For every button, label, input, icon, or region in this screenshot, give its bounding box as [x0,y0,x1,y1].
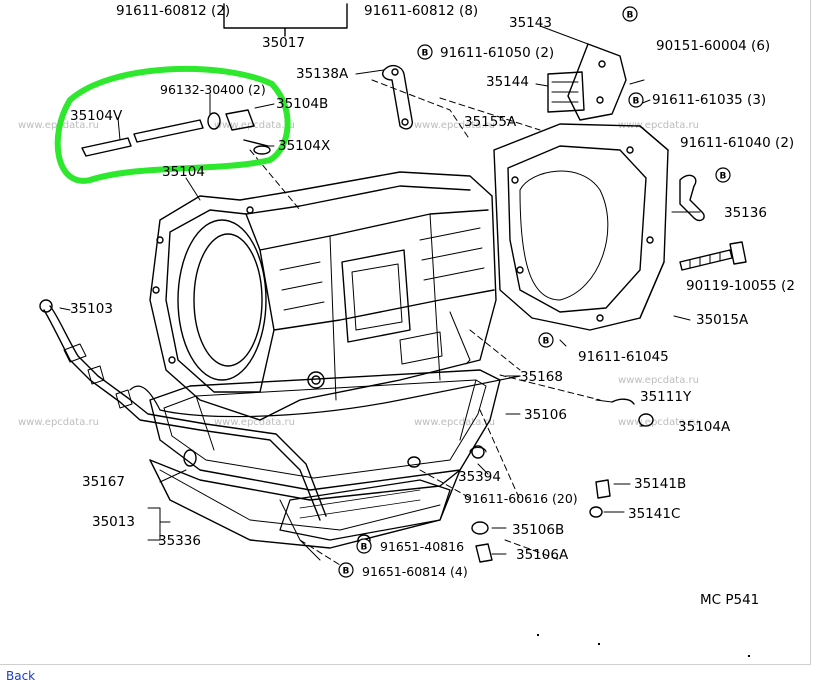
parts-diagram: www.epcdata.ru www.epcdata.ru www.epcdat… [18,3,795,657]
bolt-marker-icon [538,332,554,348]
part-label: 91611-60616 (20) [464,491,578,506]
part-label: 35144 [486,74,529,90]
callout-labels: 91611-60812 (2) 91611-60812 (8) 35017 35… [70,3,795,608]
part-label: 35103 [70,301,113,317]
part-label: 35141B [634,476,686,492]
bolt-marker-icon [622,6,638,22]
watermark-layer: www.epcdata.ru www.epcdata.ru www.epcdat… [18,120,699,428]
part-label: 35168 [520,369,563,385]
part-label: 91611-61035 (3) [652,92,766,108]
part-label: 35106 [524,407,567,423]
bolt-marker-icon [417,44,433,60]
watermark: www.epcdata.ru [618,120,699,131]
bolt-marker-letter: B [627,11,634,21]
watermark: www.epcdata.ru [414,417,495,428]
part-label: 91651-60814 (4) [362,564,468,579]
part-label: 91611-61040 (2) [680,135,794,151]
scan-dots [537,634,750,657]
part-label: 35104B [276,96,328,112]
bolt-marker-letter: B [422,49,429,59]
back-link[interactable]: Back [6,669,36,683]
diagram-frame: www.epcdata.ru www.epcdata.ru www.epcdat… [0,0,811,665]
part-label: 35106B [512,522,564,538]
bolt-marker-icon [715,167,731,183]
bolt-marker-letter: B [720,172,727,182]
part-label: 35141C [628,506,680,522]
bolt-marker-icon [356,538,372,554]
part-label: 91611-60812 (2) [116,3,230,19]
transmission-drawing [39,3,747,566]
bolt-marker-letter: B [343,567,350,577]
illustration-code: MC P541 [700,592,759,608]
bolt-marker-icon [338,562,354,578]
part-label: 35167 [82,474,125,490]
watermark: www.epcdata.ru [414,120,495,131]
part-label: 35155A [464,114,517,130]
part-label: 35104X [278,138,330,154]
part-label: 91611-61045 [578,349,669,365]
watermark: www.epcdata.ru [18,417,99,428]
bolt-marker-letter: B [633,97,640,107]
part-label: 91611-60812 (8) [364,3,478,19]
part-label: 35013 [92,514,135,530]
part-label: 91651-40816 [380,539,464,554]
part-label: 35104A [678,419,731,435]
part-label: 35104V [70,108,123,124]
part-label: 90119-10055 (2 [686,278,795,294]
part-label: 96132-30400 (2) [160,82,266,97]
part-label: 35106A [516,547,569,563]
part-label: 35015A [696,312,749,328]
part-label: 35136 [724,205,767,221]
part-label: 35394 [458,469,501,485]
bolt-marker-letter: B [543,337,550,347]
bolt-marker-letter: B [361,543,368,553]
part-label: 35104 [162,164,205,180]
part-label: 35143 [509,15,552,31]
part-label: 35138A [296,66,349,82]
highlight-loop [54,65,291,184]
watermark: www.epcdata.ru [618,375,699,386]
part-label: 35336 [158,533,201,549]
part-label: 91611-61050 (2) [440,45,554,61]
watermark: www.epcdata.ru [214,417,295,428]
part-label: 35017 [262,35,305,51]
part-label: 35111Y [640,389,692,405]
part-label: 90151-60004 (6) [656,38,770,54]
bolt-marker-icon [628,92,644,108]
watermark: www.epcdata.ru [618,417,699,428]
